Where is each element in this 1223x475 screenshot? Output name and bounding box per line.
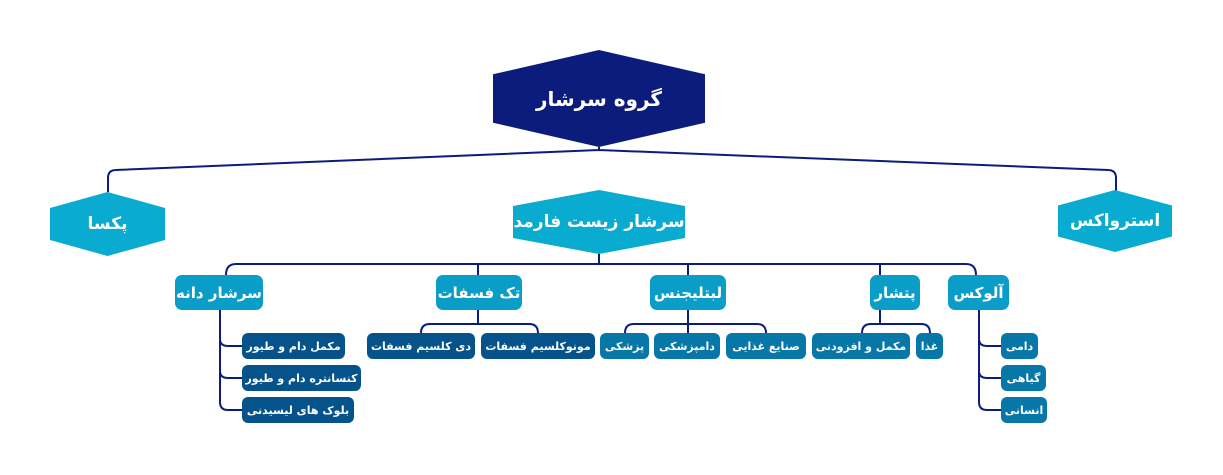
leaf-node: دامی — [1001, 333, 1038, 359]
leaf-label: دامی — [1005, 339, 1034, 353]
node-alux: آلوکس — [948, 275, 1009, 310]
leaf-node: کنسانتره دام و طیور — [242, 365, 361, 391]
leaf-node: مکمل دام و طیور — [242, 333, 345, 359]
leaf-label: مکمل دام و طیور — [246, 339, 341, 353]
node-sarshar-zist-farmed: سرشار زیست فارمد — [513, 190, 685, 254]
leaf-label: بلوک های لیسیدنی — [246, 403, 350, 417]
node-labtelijens: لبتلیجنس — [650, 275, 726, 310]
leaf-label: مکمل و افزودنی — [815, 339, 907, 353]
leaf-label: پزشکی — [604, 339, 645, 353]
leaf-node: گیاهی — [1001, 365, 1046, 391]
node-sarshar-daneh: سرشار دانه — [175, 275, 263, 310]
leaf-label: کنسانتره دام و طیور — [245, 371, 358, 385]
node-paksa: پکسا — [50, 192, 165, 256]
node-label: تک فسفات — [437, 283, 521, 302]
node-label: پتشار — [874, 283, 916, 302]
leaf-node: غذا — [916, 333, 943, 359]
node-label: سرشار دانه — [176, 283, 262, 302]
node-label: استرواکس — [1069, 211, 1161, 231]
leaf-label: صنایع غذایی — [732, 339, 800, 353]
leaf-label: مونوکلسیم فسفات — [485, 339, 591, 353]
node-label: لبتلیجنس — [653, 283, 723, 302]
leaf-label: انسانی — [1004, 403, 1044, 417]
leaf-node: پزشکی — [600, 333, 649, 359]
node-label: پکسا — [87, 214, 128, 234]
node-petshar: پتشار — [870, 275, 920, 310]
leaf-node: دی کلسیم فسفات — [367, 333, 475, 359]
node-label: آلوکس — [953, 283, 1004, 302]
leaf-node: مونوکلسیم فسفات — [481, 333, 595, 359]
leaf-label: غذا — [920, 339, 939, 353]
leaf-node: انسانی — [1001, 397, 1047, 423]
leaf-node: بلوک های لیسیدنی — [242, 397, 354, 423]
node-label: سرشار زیست فارمد — [513, 212, 685, 232]
leaf-node: مکمل و افزودنی — [812, 333, 910, 359]
leaf-node: دامپزشکی — [654, 333, 720, 359]
node-tak-fasfat: تک فسفات — [436, 275, 522, 310]
root-label: گروه سرشار — [535, 86, 663, 111]
leaf-label: دی کلسیم فسفات — [370, 339, 472, 353]
leaf-label: گیاهی — [1006, 371, 1041, 385]
leaf-node: صنایع غذایی — [726, 333, 806, 359]
leaf-label: دامپزشکی — [659, 339, 715, 353]
